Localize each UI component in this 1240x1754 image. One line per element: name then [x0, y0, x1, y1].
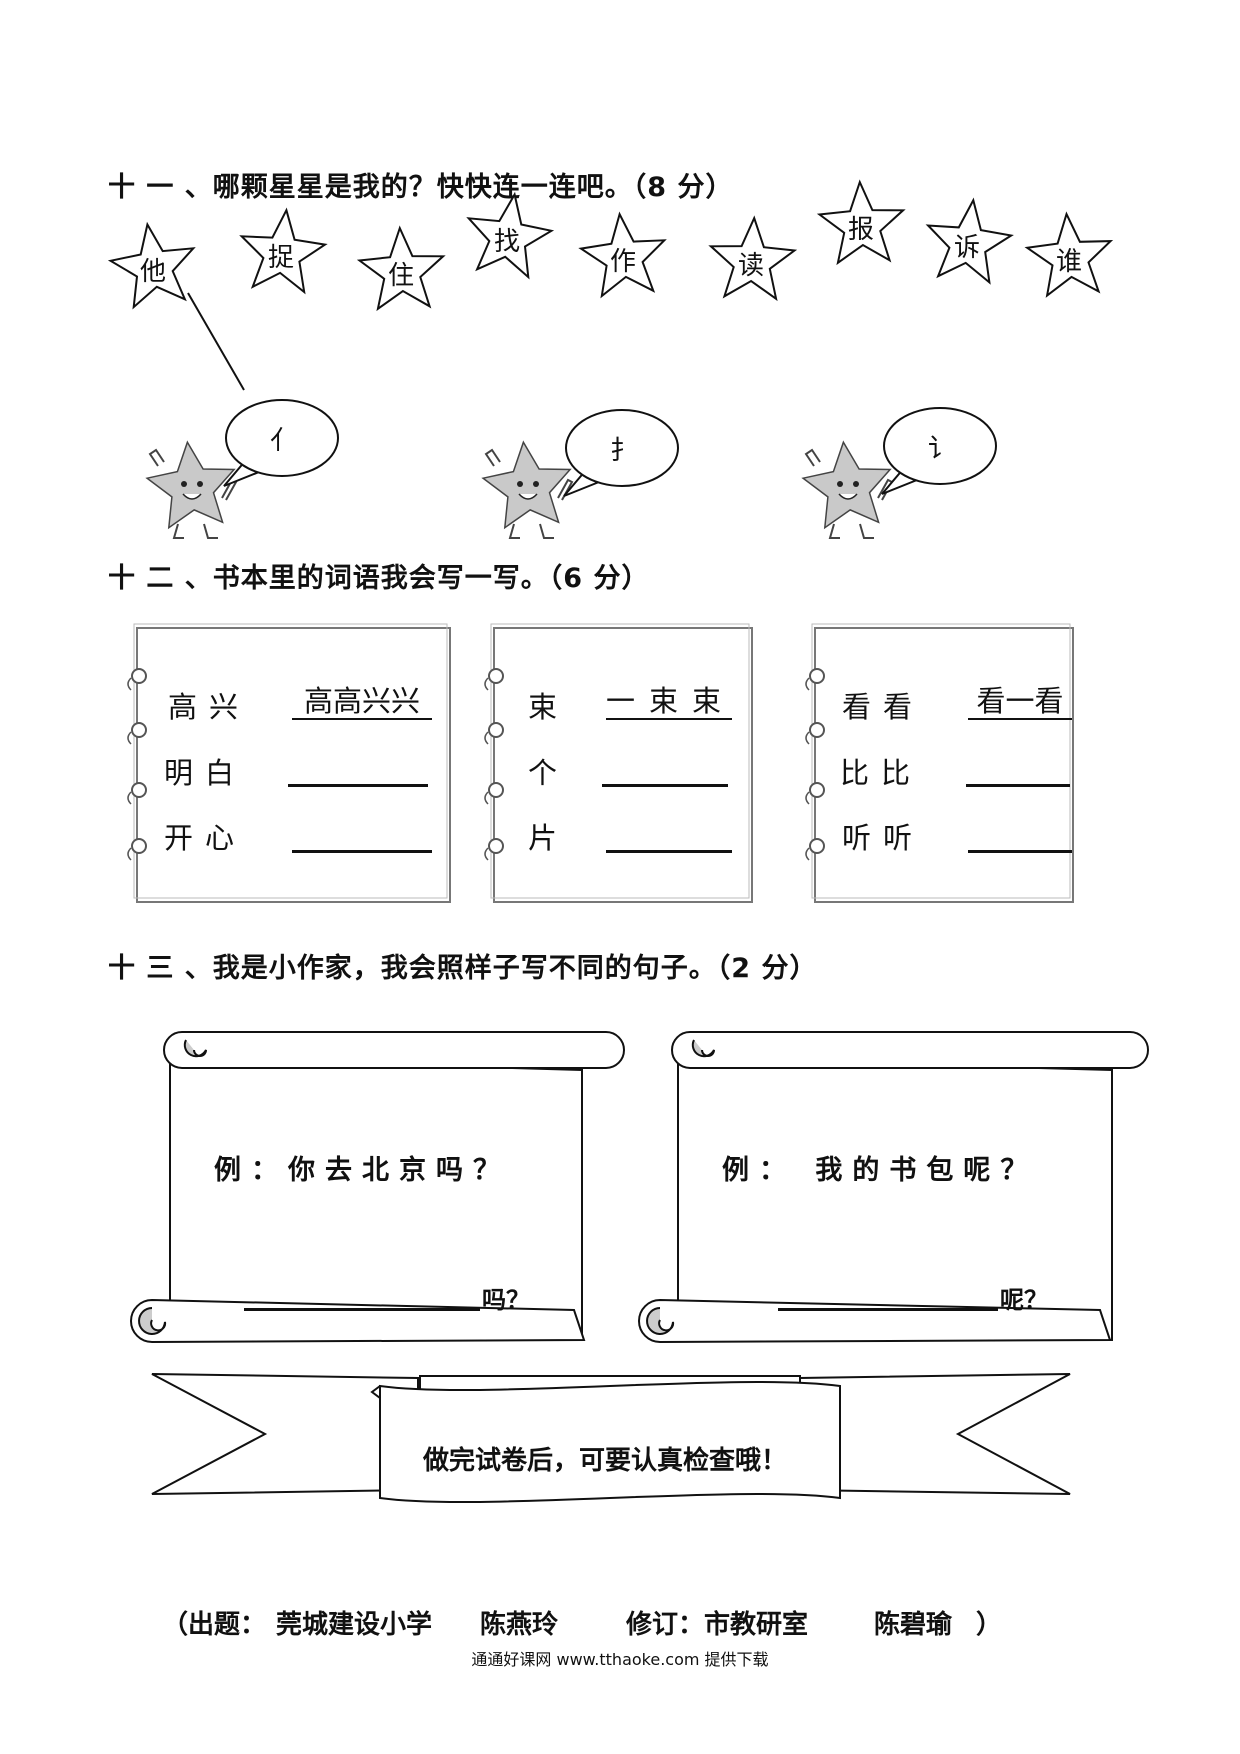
section13-heading: 十 三 、我是小作家，我会照样子写不同的句子。（2 分） — [108, 953, 818, 984]
mascot-2 — [481, 409, 679, 539]
mascot-1 — [145, 399, 339, 539]
ring-hook-1-2 — [127, 731, 132, 745]
ring-2-2 — [488, 722, 504, 738]
star-5[interactable] — [578, 211, 667, 299]
star-char-8: 诉 — [954, 233, 981, 263]
card-1-frame — [133, 623, 451, 903]
banner-text: 做完试卷后，可要认真检查哦！ — [422, 1446, 787, 1476]
ring-hook-3-2 — [805, 731, 810, 745]
star-4[interactable] — [466, 191, 555, 280]
card-1-word-2: 明白 — [164, 756, 247, 790]
ring-hook-2-2 — [484, 731, 489, 745]
card-3-word-1: 看看 — [842, 690, 925, 724]
footer-reviser-label: 修订：市教研室 — [626, 1610, 809, 1640]
ring-hook-1-1 — [127, 677, 132, 691]
ring-3-4 — [809, 838, 825, 854]
scroll-left — [130, 1031, 625, 1344]
star-char-9: 谁 — [1056, 247, 1083, 277]
star-char-7: 报 — [848, 215, 875, 245]
star-char-2: 捉 — [268, 243, 295, 273]
radical-char-3: 讠 — [928, 434, 955, 464]
section11-heading: 十 一 、哪颗星星是我的？快快连一连吧。（8 分） — [108, 172, 734, 203]
card-1-word-1: 高兴 — [168, 690, 251, 724]
card-3-blank-3[interactable] — [968, 850, 1072, 853]
ring-1-4 — [131, 838, 147, 854]
scroll-1-ending: 吗？ — [482, 1286, 530, 1314]
ring-hook-2-3 — [484, 791, 489, 805]
card-3-word-2: 比比 — [840, 756, 923, 790]
ring-3-3 — [809, 782, 825, 798]
mascot-3 — [801, 407, 997, 539]
scroll-1-blank[interactable] — [244, 1308, 480, 1311]
footer-school: 莞城建设小学 — [276, 1610, 433, 1640]
card-2-blank-2[interactable] — [602, 784, 728, 787]
card-3-word-3: 听听 — [842, 821, 925, 855]
star-1[interactable] — [107, 221, 196, 310]
card-1-blank-3[interactable] — [292, 850, 432, 853]
ring-2-3 — [488, 782, 504, 798]
footer-reviser: 陈碧瑜 — [874, 1610, 953, 1640]
ring-hook-3-4 — [805, 847, 810, 861]
star-char-6: 读 — [738, 251, 765, 281]
ring-1-3 — [131, 782, 147, 798]
ring-hook-3-1 — [805, 677, 810, 691]
card-1-word-3: 开心 — [164, 821, 247, 855]
ring-1-1 — [131, 668, 147, 684]
card-3-frame — [811, 623, 1074, 903]
star-char-4: 找 — [494, 227, 521, 257]
scroll-2-blank[interactable] — [778, 1308, 998, 1311]
ribbon-banner — [151, 1373, 1071, 1504]
card-3-example: 看一看 — [968, 684, 1072, 720]
binder-rings — [127, 668, 825, 861]
footer-close: ） — [976, 1610, 1003, 1640]
scroll-1-example: 例：你去北京吗？ — [214, 1155, 510, 1186]
ring-hook-1-3 — [127, 791, 132, 805]
mascots-group — [145, 399, 997, 539]
ring-3-1 — [809, 668, 825, 684]
star-7[interactable] — [816, 179, 906, 266]
card-2-word-1: 束 — [528, 690, 570, 724]
card-2-word-3: 片 — [528, 821, 570, 855]
connect-line — [187, 292, 245, 391]
radical-char-1: 亻 — [270, 426, 297, 456]
card-2-frame — [490, 623, 753, 903]
section12-heading: 十 二 、书本里的词语我会写一写。（6 分） — [108, 563, 650, 594]
ring-3-2 — [809, 722, 825, 738]
ring-hook-3-3 — [805, 791, 810, 805]
footer-author: 陈燕玲 — [480, 1610, 559, 1640]
ring-2-1 — [488, 668, 504, 684]
card-3-blank-2[interactable] — [966, 784, 1070, 787]
star-2[interactable] — [239, 207, 328, 295]
scroll-2-ending: 呢？ — [1000, 1286, 1048, 1314]
radical-char-2: 扌 — [610, 436, 637, 466]
star-9[interactable] — [1024, 211, 1114, 298]
scroll-right — [638, 1031, 1149, 1344]
card-2-blank-3[interactable] — [606, 850, 732, 853]
footer-open: （出题： — [162, 1610, 267, 1640]
star-char-5: 作 — [610, 247, 637, 277]
star-char-3: 住 — [388, 261, 415, 291]
stars-group — [107, 179, 1114, 312]
card-1-blank-2[interactable] — [288, 784, 428, 787]
ring-hook-2-1 — [484, 677, 489, 691]
ring-hook-2-4 — [484, 847, 489, 861]
star-8[interactable] — [925, 197, 1014, 285]
star-3[interactable] — [356, 225, 446, 312]
card-2-word-2: 个 — [528, 756, 570, 790]
star-char-1: 他 — [140, 257, 167, 287]
scroll-2-example: 例： 我的书包呢？ — [722, 1155, 1038, 1186]
ring-hook-1-4 — [127, 847, 132, 861]
ring-2-4 — [488, 838, 504, 854]
card-1-example: 高高兴兴 — [292, 684, 432, 720]
card-2-example: 一束束 — [606, 684, 736, 720]
source-note: 通通好课网 www.tthaoke.com 提供下载 — [471, 1650, 769, 1669]
star-6[interactable] — [708, 215, 798, 302]
ring-1-2 — [131, 722, 147, 738]
